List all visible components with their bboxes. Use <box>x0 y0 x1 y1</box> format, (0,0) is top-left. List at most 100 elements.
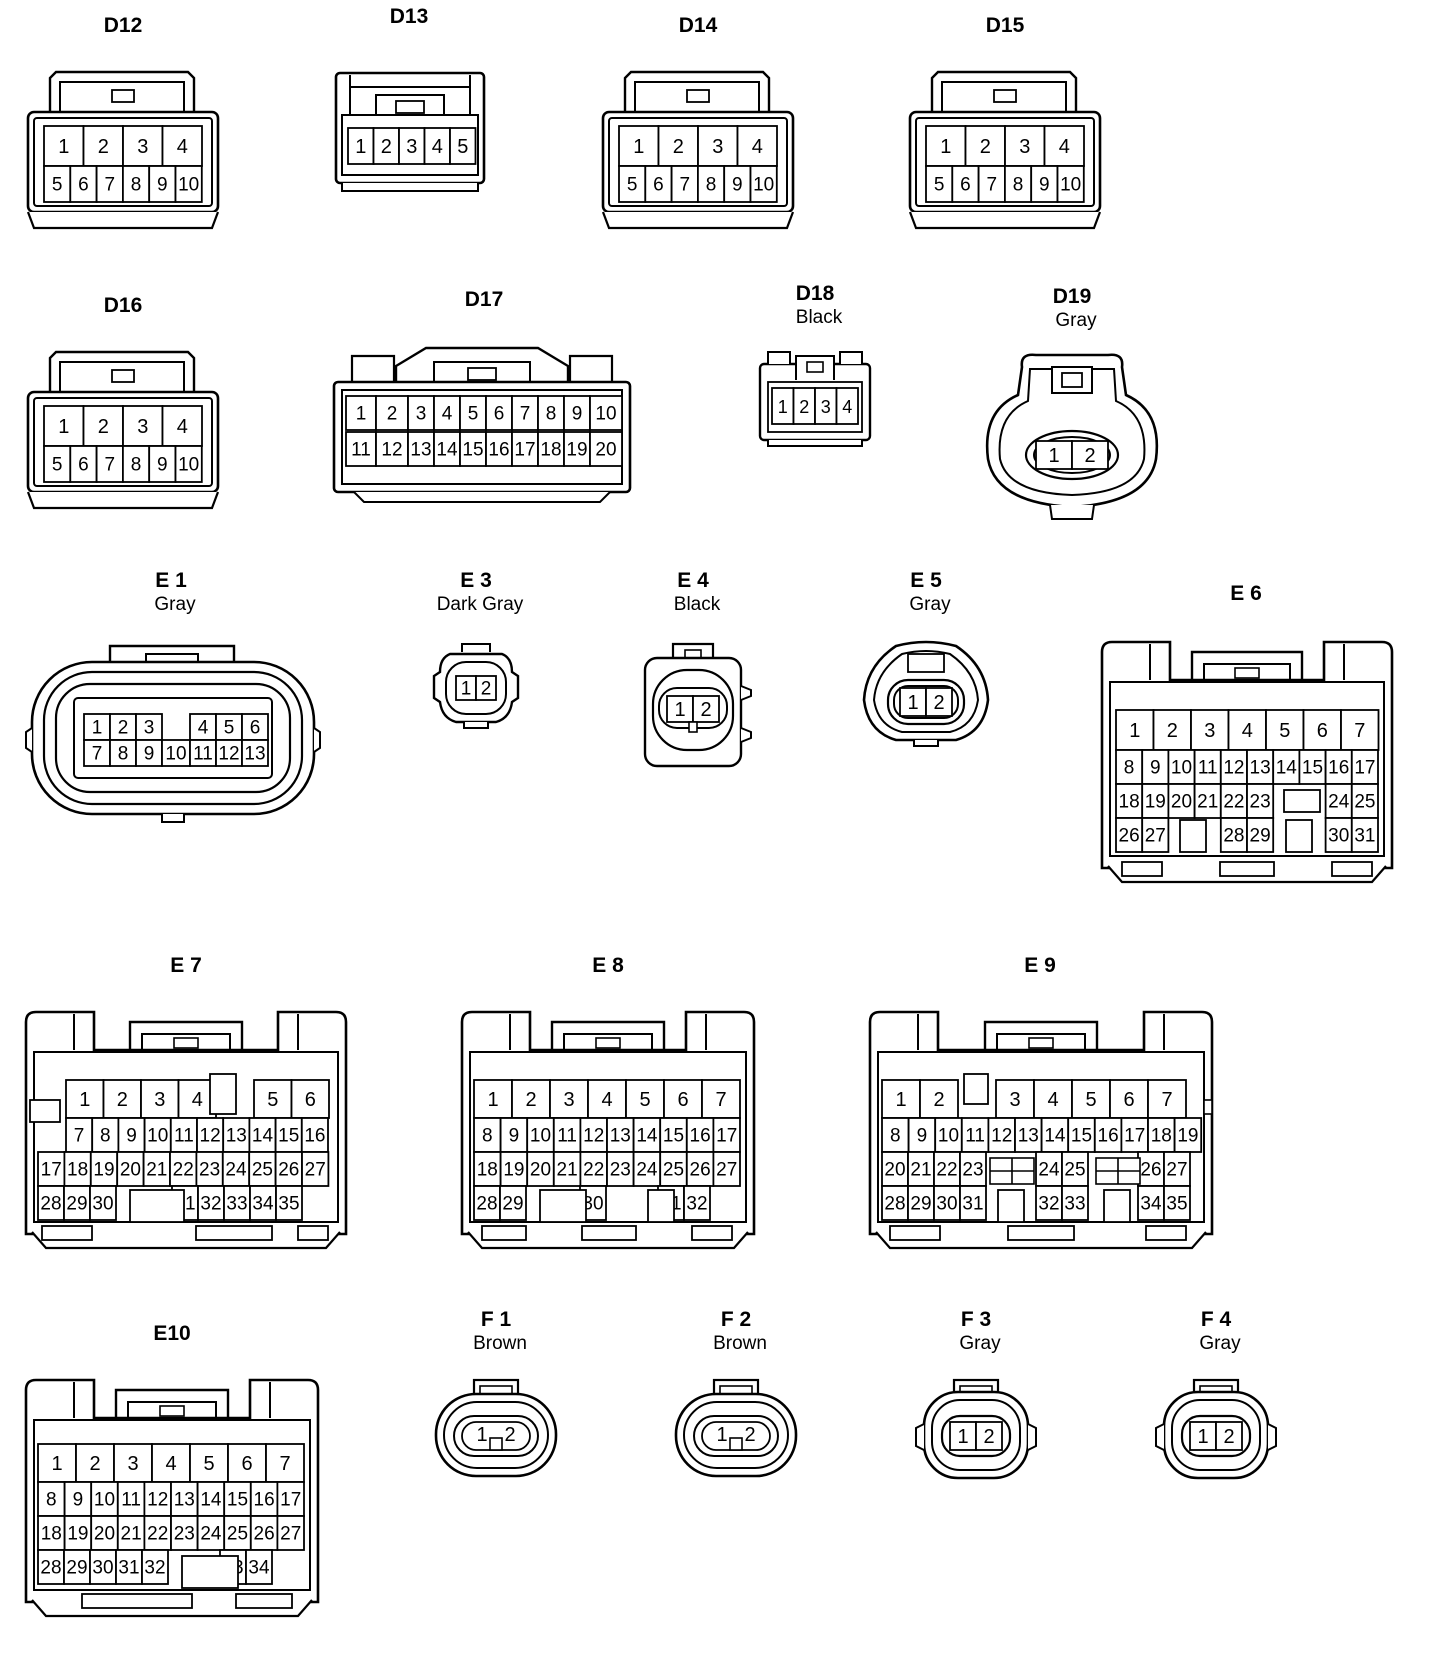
pin-cell <box>683 1185 711 1221</box>
pin-cell <box>223 1185 251 1221</box>
pin-cell <box>189 739 217 767</box>
pin-number: 26 <box>690 1160 711 1181</box>
pin-number: 2 <box>799 397 809 417</box>
pin-number: 15 <box>278 1126 299 1147</box>
pin-cell <box>712 1151 741 1187</box>
pin-cell <box>143 1117 172 1153</box>
pin-number: 19 <box>566 440 587 461</box>
pin-number: 6 <box>305 1089 316 1111</box>
pin-cell <box>95 445 124 483</box>
pin-cell <box>161 405 203 447</box>
pin-cell <box>1324 817 1353 853</box>
pin-number: 13 <box>610 1126 631 1147</box>
pin-number: 13 <box>226 1126 247 1147</box>
pin-number: 34 <box>248 1558 270 1579</box>
pin-number: 1 <box>633 136 644 158</box>
pin-number: 7 <box>520 404 531 425</box>
pin-number: 6 <box>653 175 664 196</box>
pin-cell <box>375 395 409 431</box>
pin-cell <box>122 165 151 203</box>
pin-cell <box>290 1079 330 1119</box>
pin-cell <box>960 1117 990 1153</box>
connector-color-label: Brown <box>473 1333 527 1354</box>
pin-cell <box>275 1185 303 1221</box>
pin-number: 8 <box>131 175 142 196</box>
pin-number: 7 <box>279 1453 290 1475</box>
pin-number: 7 <box>679 175 690 196</box>
pin-cell <box>241 739 269 767</box>
pin-number: 1 <box>674 699 685 721</box>
pin-number: 1 <box>355 136 366 158</box>
pin-number: 14 <box>436 440 458 461</box>
pin-number: 6 <box>1123 1089 1134 1111</box>
pin-number: 4 <box>752 136 763 158</box>
pin-number: 30 <box>92 1558 113 1579</box>
pin-cell <box>174 445 203 483</box>
pin-number: 13 <box>410 440 431 461</box>
pin-cell <box>372 127 400 165</box>
pin-number: 8 <box>482 1126 493 1147</box>
pin-number: 1 <box>356 404 367 425</box>
connector-id-label: E 8 <box>592 954 624 977</box>
pin-number: 29 <box>1250 826 1271 847</box>
pin-number: 3 <box>154 1089 165 1111</box>
pin-number: 3 <box>712 136 723 158</box>
pin-cell <box>189 1443 229 1483</box>
pin-cell <box>1056 165 1085 203</box>
pin-number: 33 <box>226 1194 247 1215</box>
pin-number: 21 <box>557 1160 578 1181</box>
pin-number: 33 <box>1064 1194 1085 1215</box>
pin-cell <box>1246 817 1275 853</box>
pin-cell <box>563 431 591 467</box>
pin-cell <box>485 395 513 431</box>
pin-cell <box>407 431 435 467</box>
connector-id-label: D13 <box>390 5 429 28</box>
pin-number: 7 <box>92 744 103 765</box>
pin-cell <box>933 1151 961 1187</box>
pin-number: 29 <box>502 1194 523 1215</box>
pin-number: 11 <box>557 1126 577 1147</box>
pin-number: 21 <box>910 1160 931 1181</box>
connector-color-label: Gray <box>1055 310 1097 331</box>
pin-number: 9 <box>144 744 155 765</box>
pin-cell <box>1035 1185 1063 1221</box>
pin-number: 15 <box>462 440 483 461</box>
pin-number: 2 <box>118 718 129 739</box>
pin-number: 10 <box>595 404 616 425</box>
pin-cell <box>433 431 461 467</box>
pin-number: 6 <box>1317 720 1328 742</box>
pin-number: 13 <box>1250 758 1271 779</box>
pin-number: 1 <box>58 416 69 438</box>
pin-number: 22 <box>173 1160 194 1181</box>
pin-number: 20 <box>94 1524 115 1545</box>
pin-cell <box>712 1117 741 1153</box>
pin-cell <box>511 395 539 431</box>
pin-cell <box>618 165 647 203</box>
connector-id-label: E 3 <box>460 569 492 592</box>
pin-number: 2 <box>1084 445 1095 467</box>
pin-number: 25 <box>1354 792 1375 813</box>
pin-number: 2 <box>933 692 944 714</box>
pin-cell <box>1163 1185 1191 1221</box>
pin-number: 4 <box>192 1089 203 1111</box>
pin-number: 4 <box>165 1453 176 1475</box>
pin-cell <box>161 739 191 767</box>
pin-number: 10 <box>165 744 186 765</box>
pin-number: 19 <box>67 1524 88 1545</box>
pin-number: 15 <box>1302 758 1323 779</box>
pin-number: 1 <box>895 1089 906 1111</box>
pin-number: 22 <box>1223 792 1244 813</box>
pin-cell <box>473 1151 502 1187</box>
pin-cell <box>63 1185 91 1221</box>
pin-number: 8 <box>46 1490 57 1511</box>
pin-cell <box>485 431 513 467</box>
connector-id-label: D18 <box>796 282 835 305</box>
pin-number: 14 <box>252 1126 274 1147</box>
pin-number: 17 <box>514 440 535 461</box>
pin-number: 11 <box>351 440 371 461</box>
pin-number: 3 <box>563 1089 574 1111</box>
pin-cell <box>43 445 72 483</box>
pin-number: 17 <box>1354 758 1375 779</box>
connector-color-label: Brown <box>713 1333 767 1354</box>
